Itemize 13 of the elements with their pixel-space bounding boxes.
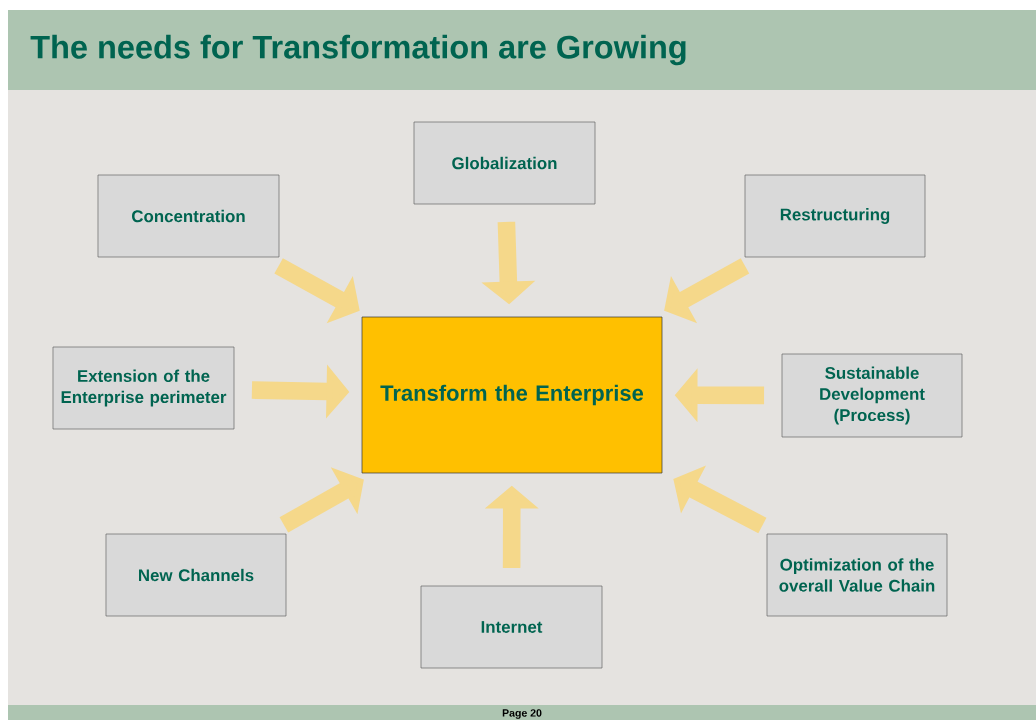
factor-box: Optimization of the overall Value Chain [766, 533, 948, 617]
page-number: Page 20 [502, 709, 542, 719]
factor-box: Concentration [97, 174, 280, 258]
central-box: Transform the Enterprise [361, 316, 663, 474]
factor-box: Globalization [413, 121, 596, 205]
block-arrow [664, 258, 750, 324]
title-bar: The needs for Transformation are Growing [8, 10, 1036, 90]
factor-box: Sustainable Development (Process) [781, 353, 963, 438]
factor-box: New Channels [105, 533, 287, 617]
factor-box: Restructuring [744, 174, 926, 258]
block-arrow [279, 467, 364, 533]
factor-box: Internet [420, 585, 603, 669]
factor-box: Extension of the Enterprise perimeter [52, 346, 235, 430]
